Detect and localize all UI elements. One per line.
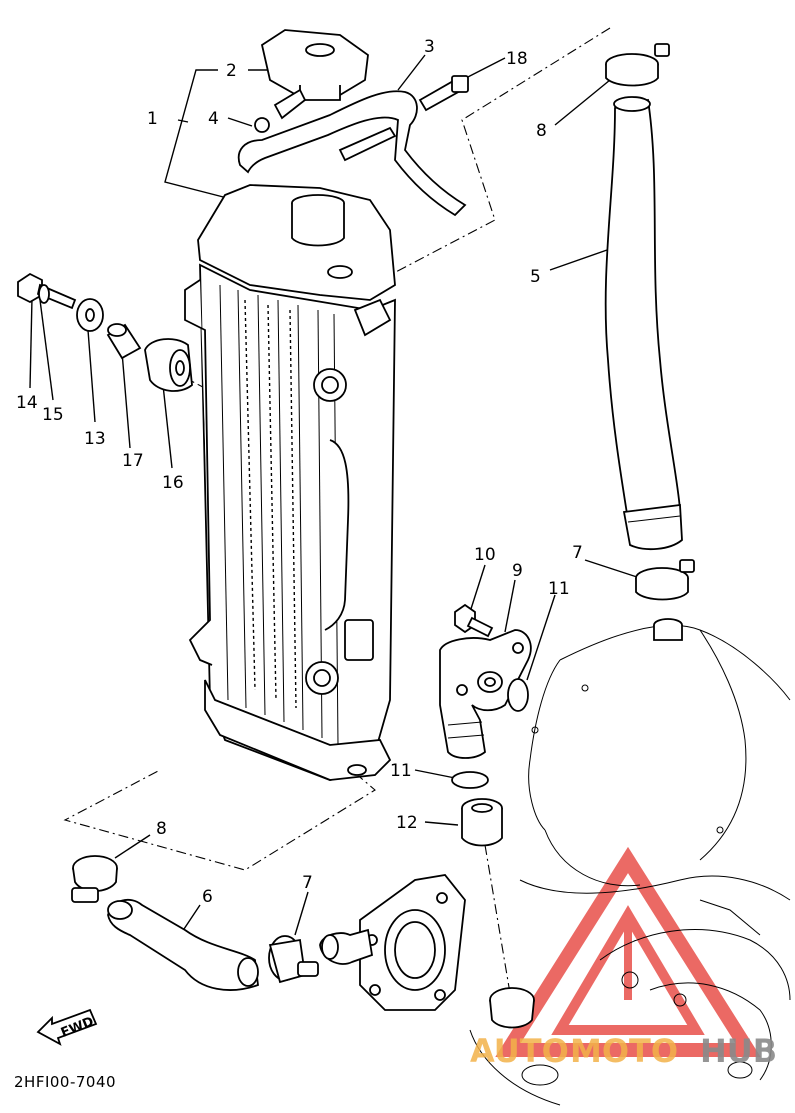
drawing-code: 2HFI00-7040 bbox=[14, 1073, 116, 1091]
hose-clamp-lower-right bbox=[268, 935, 319, 984]
forward-direction-arrow: FWD bbox=[36, 1008, 98, 1046]
callout-8-upper: 8 bbox=[536, 121, 547, 141]
lower-radiator-hose bbox=[107, 898, 259, 991]
o-ring-lower bbox=[451, 771, 489, 789]
watermark-moto: MOTO bbox=[570, 1032, 678, 1070]
callout-17: 17 bbox=[122, 451, 144, 471]
callout-7-lower: 7 bbox=[302, 873, 313, 893]
watermark-text: AUTO MOTO HUB bbox=[470, 1032, 777, 1070]
radiator-core bbox=[184, 184, 396, 781]
o-ring-upper bbox=[507, 678, 529, 712]
callout-11-lower: 11 bbox=[390, 761, 412, 781]
engine-inlet-pipe bbox=[653, 618, 683, 641]
engine-outlet-port bbox=[489, 987, 535, 1029]
callout-1: 1 bbox=[147, 109, 158, 129]
mount-washer-13 bbox=[76, 298, 104, 332]
overflow-hose bbox=[237, 90, 467, 217]
callout-4: 4 bbox=[208, 109, 219, 129]
callout-16: 16 bbox=[162, 473, 184, 493]
callout-12: 12 bbox=[396, 813, 418, 833]
engine-case-outline bbox=[469, 624, 791, 1106]
callout-9: 9 bbox=[512, 561, 523, 581]
hose-clamp-top bbox=[605, 43, 670, 87]
callout-labels: 1 2 3 4 5 6 7 7 8 8 9 10 11 11 12 13 14 … bbox=[16, 37, 583, 907]
leader-lines bbox=[29, 27, 641, 1006]
callout-3: 3 bbox=[424, 37, 435, 57]
elbow-bolt bbox=[454, 603, 494, 638]
callout-10: 10 bbox=[474, 545, 496, 565]
callout-7-upper: 7 bbox=[572, 543, 583, 563]
callout-5: 5 bbox=[530, 267, 541, 287]
callout-18: 18 bbox=[506, 49, 528, 69]
hose-clamp-lower-left bbox=[71, 855, 118, 903]
callout-15: 15 bbox=[42, 405, 64, 425]
callout-11-upper: 11 bbox=[548, 579, 570, 599]
watermark-auto: AUTO bbox=[470, 1032, 569, 1070]
hose-clamp-middle bbox=[635, 559, 695, 601]
hose-band-clip bbox=[418, 75, 469, 112]
radiator-cap bbox=[260, 29, 369, 120]
callout-6: 6 bbox=[202, 887, 213, 907]
mount-grommet-16 bbox=[144, 338, 193, 392]
watermark-logo bbox=[495, 846, 761, 1057]
callout-13: 13 bbox=[84, 429, 106, 449]
seal-fitting bbox=[461, 798, 503, 847]
water-pump-housing bbox=[319, 874, 466, 1011]
hose-clip-4 bbox=[254, 117, 270, 133]
watermark-hub: HUB bbox=[700, 1032, 777, 1070]
mount-collar-17 bbox=[106, 323, 142, 360]
callout-2: 2 bbox=[226, 61, 237, 81]
callout-14: 14 bbox=[16, 393, 38, 413]
mount-washer-15 bbox=[38, 284, 50, 304]
callout-8-lower: 8 bbox=[156, 819, 167, 839]
water-pipe-elbow bbox=[439, 629, 532, 759]
upper-radiator-hose bbox=[604, 96, 683, 551]
